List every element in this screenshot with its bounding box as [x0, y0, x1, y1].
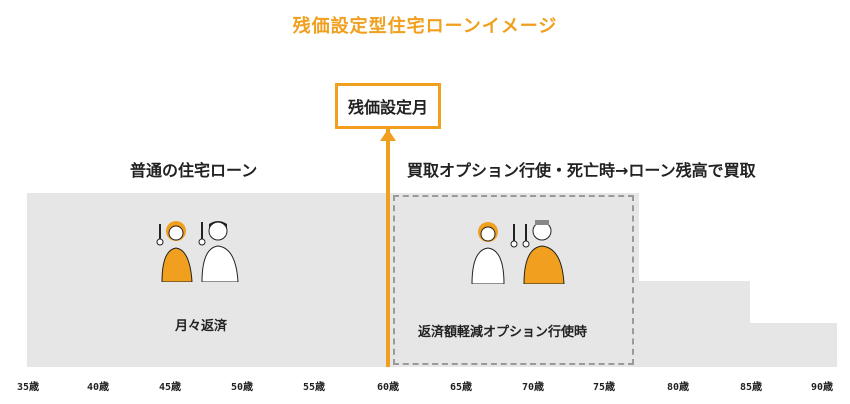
diagram-title: 残価設定型住宅ローンイメージ [292, 16, 558, 37]
axis-tick: 60歳 [376, 382, 400, 393]
axis-tick: 90歳 [810, 382, 834, 393]
young-couple-pointing-up-icon [148, 212, 248, 283]
axis-tick: 50歳 [230, 382, 254, 393]
axis-tick: 65歳 [449, 382, 473, 393]
residual-phase-block [390, 193, 639, 367]
axis-tick: 80歳 [666, 382, 690, 393]
option-dashed-box [393, 195, 634, 365]
axis-tick: 55歳 [302, 382, 326, 393]
axis-tick: 70歳 [521, 382, 545, 393]
payment-reduction-option-label: 返済額軽減オプション行使時 [418, 325, 588, 340]
buyback-option-label: 買取オプション行使・死亡時→ローン残高で買取 [407, 161, 756, 180]
step-block-2 [750, 323, 837, 367]
monthly-payment-label: 月々返済 [175, 319, 228, 334]
axis-tick: 75歳 [592, 382, 616, 393]
step-block-1 [639, 281, 750, 367]
older-couple-pointing-up-icon [462, 212, 574, 285]
axis-tick: 40歳 [86, 382, 110, 393]
standard-loan-label: 普通の住宅ローン [130, 161, 258, 180]
residual-month-arrow-icon [380, 129, 396, 141]
residual-month-marker-line [386, 129, 390, 367]
axis-tick: 35歳 [16, 382, 40, 393]
axis-tick: 85歳 [739, 382, 763, 393]
residual-month-callout: 残価設定月 [335, 83, 441, 129]
residual-month-label: 残価設定月 [347, 98, 428, 117]
axis-tick: 45歳 [158, 382, 182, 393]
